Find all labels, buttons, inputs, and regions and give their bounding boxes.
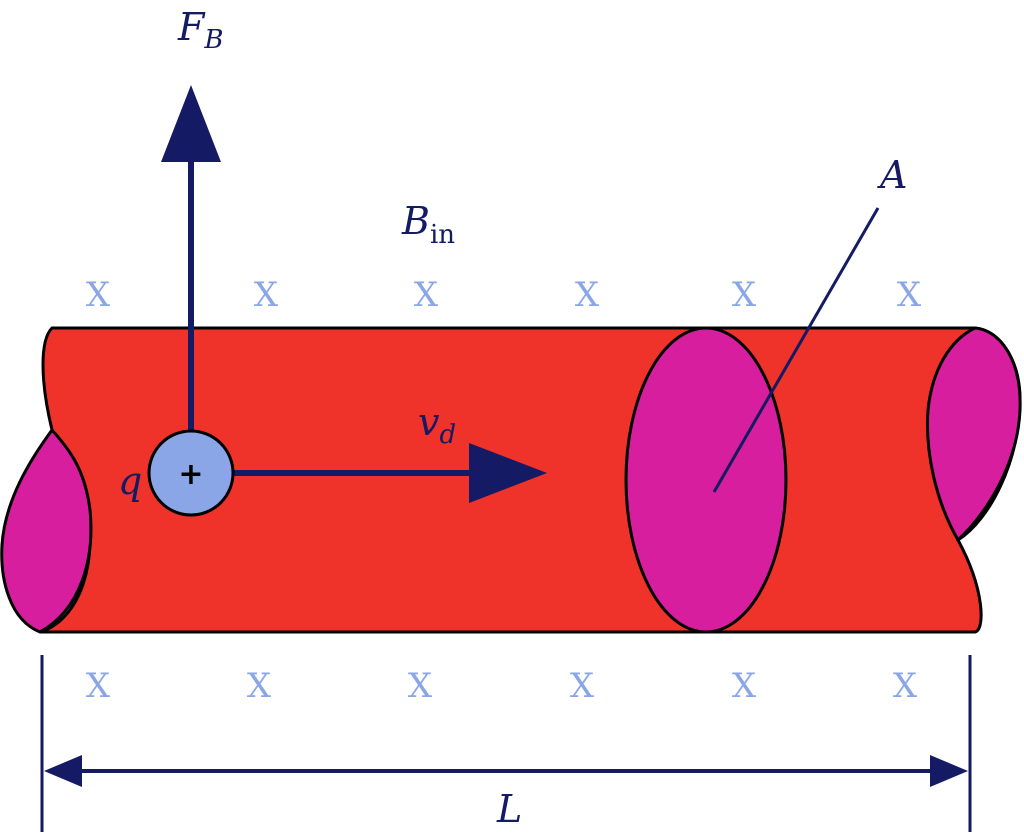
field-marker: X [897, 275, 922, 315]
force-label: FB [177, 5, 223, 55]
field-marker: X [575, 275, 600, 315]
field-markers-top: X X X X X X [86, 275, 922, 315]
charge-sign: + [178, 457, 203, 492]
length-label: L [496, 787, 522, 831]
charge-label: q [118, 459, 142, 503]
length-arrowhead-left [44, 755, 82, 787]
field-marker: X [414, 275, 439, 315]
velocity-arrow-head [469, 443, 547, 503]
force-label-sub: B [203, 25, 223, 55]
field-marker: X [86, 275, 111, 315]
cross-section-area [624, 326, 788, 634]
field-label: Bin [401, 199, 455, 250]
force-label-main: F [177, 5, 206, 49]
field-marker: X [247, 666, 272, 706]
velocity-label: vd [418, 400, 456, 450]
field-marker: X [86, 666, 111, 706]
area-pointer-line [712, 207, 880, 493]
field-markers-bottom: X X X X X X [86, 666, 918, 706]
wire-right-end-face [926, 326, 1022, 543]
field-label-main: B [401, 199, 430, 243]
charge-circle [147, 429, 235, 517]
field-marker: X [254, 275, 279, 315]
force-arrow-head [161, 85, 221, 162]
velocity-label-main: v [418, 400, 440, 444]
field-marker: X [893, 666, 918, 706]
velocity-label-sub: d [439, 420, 456, 450]
area-label: A [877, 153, 907, 197]
field-marker: X [732, 275, 757, 315]
field-marker: X [408, 666, 433, 706]
length-arrowhead-right [930, 755, 968, 787]
wire-left-end-face [0, 427, 93, 634]
field-marker: X [732, 666, 757, 706]
field-marker: X [570, 666, 595, 706]
field-label-sub: in [430, 220, 455, 250]
